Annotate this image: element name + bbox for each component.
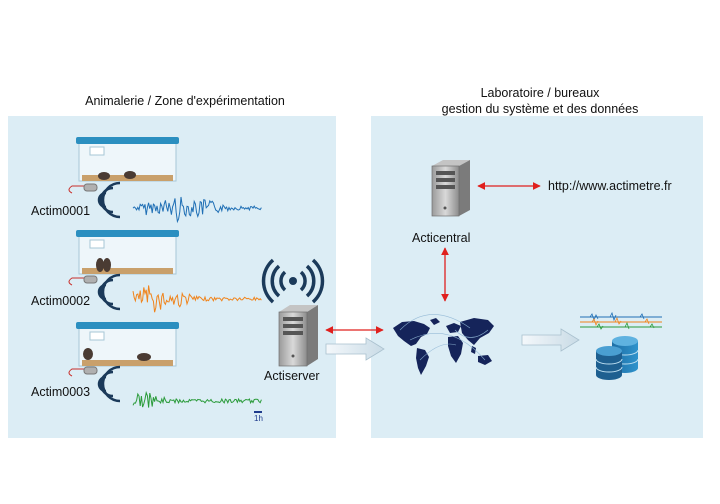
acticentral-label: Acticentral xyxy=(412,231,471,245)
actiserver-label: Actiserver xyxy=(264,369,320,383)
wifi-icon xyxy=(97,273,121,311)
mouse-icon xyxy=(96,258,111,272)
scale-bar-label: 1h xyxy=(254,414,263,423)
sensor-label-2: Actim0002 xyxy=(31,294,91,308)
sensor-device xyxy=(68,275,98,286)
database-icon xyxy=(595,336,639,380)
data-flow-arrow xyxy=(325,337,385,361)
sensor-label-3: Actim0003 xyxy=(31,385,91,399)
cage-icon xyxy=(76,322,179,367)
sensor-device xyxy=(68,183,98,194)
left-zone-title: Animalerie / Zone d'expérimentation xyxy=(85,94,285,108)
mouse-icon xyxy=(83,348,151,361)
right-zone-panel xyxy=(371,116,703,438)
activity-signal-1 xyxy=(132,196,262,224)
cage-icon xyxy=(76,230,179,275)
wifi-icon xyxy=(97,181,121,219)
world-map-icon xyxy=(393,318,494,375)
right-zone-title-line2: gestion du système et des données xyxy=(441,102,639,116)
right-zone-title-line1: Laboratoire / bureaux xyxy=(480,86,600,100)
activity-signal-2 xyxy=(132,285,262,313)
sensor-device xyxy=(68,366,98,377)
data-flow-arrow xyxy=(521,328,580,352)
network-lines xyxy=(399,314,489,361)
data-summary-plot xyxy=(580,311,662,330)
server-icon xyxy=(431,160,470,217)
activity-signal-3 xyxy=(132,390,262,408)
server-icon xyxy=(278,305,318,367)
website-link[interactable]: http://www.actimetre.fr xyxy=(548,179,672,193)
sensor-label-1: Actim0001 xyxy=(31,204,91,218)
wifi-icon xyxy=(261,258,325,304)
wifi-icon xyxy=(97,365,121,403)
mouse-icon xyxy=(98,171,136,180)
